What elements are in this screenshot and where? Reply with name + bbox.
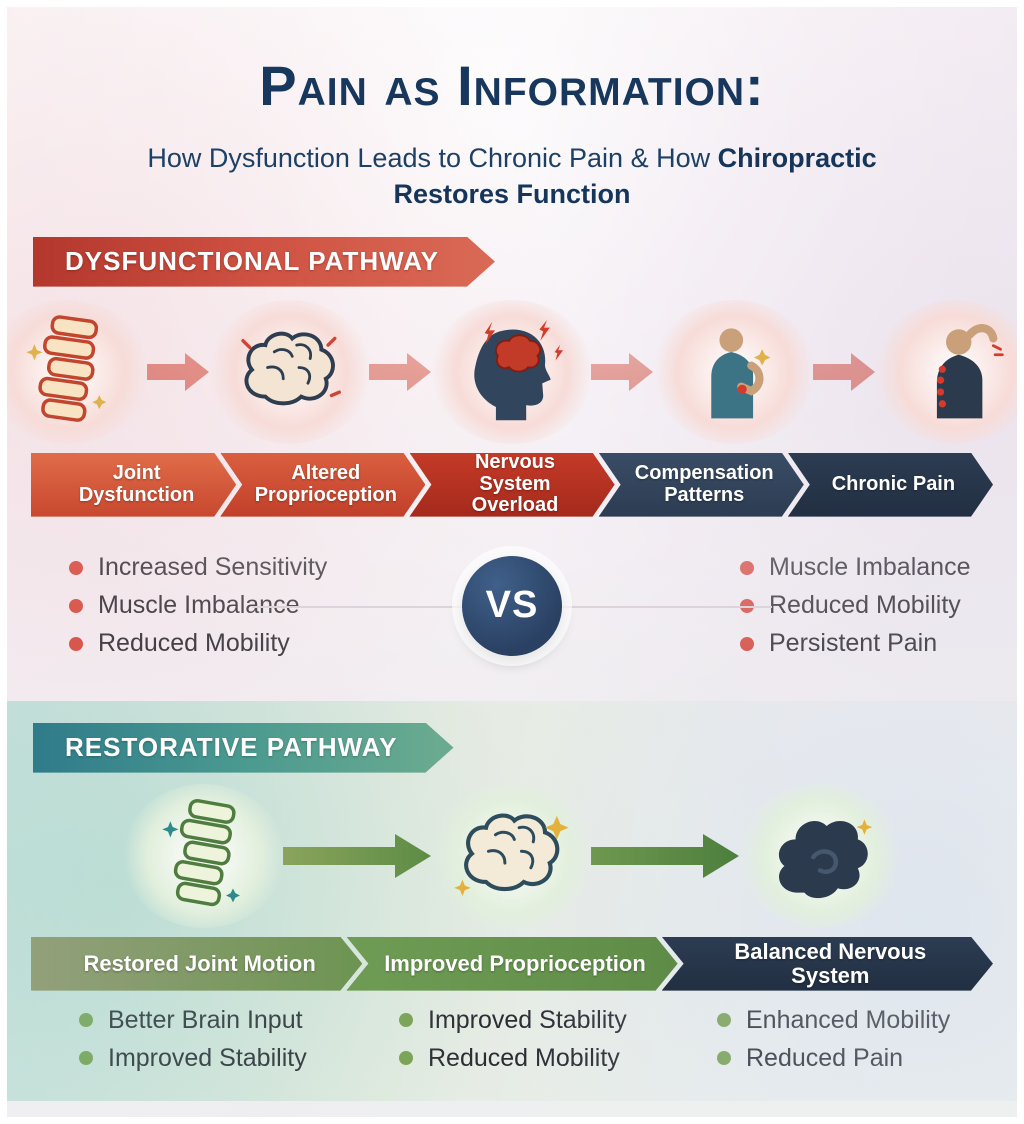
person-back-pain-icon <box>711 328 771 419</box>
bullet-dot-icon <box>69 598 83 613</box>
vs-badge: VS <box>462 555 562 656</box>
bullet-text: Improved Stability <box>428 1005 627 1034</box>
dysfunctional-right-bullets: Muscle Imbalance Reduced Mobility Persis… <box>622 544 1017 667</box>
bullet-dot-icon <box>740 560 754 575</box>
bullet-dot-icon <box>79 1013 93 1028</box>
header: Pain as Information: How Dysfunction Lea… <box>7 7 1017 213</box>
bullet-item: Enhanced Mobility <box>717 1006 971 1035</box>
stage-label-improved-proprioception: Improved Proprioception <box>346 937 677 991</box>
arrow-right-icon <box>147 352 209 391</box>
bullet-dot-icon <box>79 1051 93 1066</box>
arrow-right-icon <box>591 833 739 878</box>
arrow-right-icon <box>591 352 653 391</box>
bullet-dot-icon <box>399 1013 413 1028</box>
bullet-item: Reduced Pain <box>717 1044 971 1073</box>
bullet-text: Reduced Mobility <box>769 591 961 620</box>
dysfunctional-illustration-row <box>7 293 1017 451</box>
subtitle-bold: Chiropractic Restores Function <box>393 142 877 210</box>
arrow-right-icon <box>283 833 431 878</box>
bullet-dot-icon <box>69 560 83 575</box>
stage-illustration <box>7 296 153 448</box>
stage-label-compensation-patterns: Compensation Patterns <box>599 453 804 517</box>
stage-illustration <box>205 296 375 448</box>
bullet-dot-icon <box>399 1051 413 1066</box>
bullet-item: Persistent Pain <box>740 629 1017 658</box>
bullet-text: Enhanced Mobility <box>746 1005 951 1034</box>
spine-icon <box>26 314 107 422</box>
bullet-dot-icon <box>69 636 83 651</box>
bullet-text: Improved Stability <box>108 1043 307 1072</box>
stage-illustration <box>119 780 289 932</box>
spine-green-icon <box>162 798 240 906</box>
page-title: Pain as Information: <box>259 54 765 117</box>
bullet-dot-icon <box>717 1051 731 1066</box>
bullet-item: Reduced Mobility <box>399 1044 665 1073</box>
restorative-bullets-col-2: Improved Stability Reduced Mobility <box>359 997 665 1082</box>
dysfunctional-stage-labels: Joint Dysfunction Altered Proprioception… <box>7 453 1017 517</box>
bullet-text: Increased Sensitivity <box>98 553 328 582</box>
bullet-item: Muscle Imbalance <box>69 591 402 620</box>
stage-label-nervous-system-overload: Nervous System Overload <box>409 453 614 517</box>
restorative-pathway-banner: RESTORATIVE PATHWAY <box>33 723 454 773</box>
bullet-item: Improved Stability <box>399 1006 665 1035</box>
stage-illustration <box>649 296 819 448</box>
bullet-item: Better Brain Input <box>79 1006 359 1035</box>
bullet-text: Reduced Mobility <box>428 1043 620 1072</box>
brain-sparkle-icon <box>454 813 569 896</box>
restorative-bullets-col-1: Better Brain Input Improved Stability <box>53 997 359 1082</box>
dysfunctional-left-bullets: Increased Sensitivity Muscle Imbalance R… <box>7 544 402 667</box>
comparison-row: Increased Sensitivity Muscle Imbalance R… <box>7 527 1017 685</box>
arrow-right-icon <box>813 352 875 391</box>
calm-mind-icon <box>778 819 873 898</box>
restorative-bullets-col-3: Enhanced Mobility Reduced Pain <box>665 997 971 1082</box>
stage-label-balanced-nervous-system: Balanced Nervous System <box>662 937 993 991</box>
stage-illustration <box>427 780 597 932</box>
bullet-item: Improved Stability <box>79 1044 359 1073</box>
arrow-right-icon <box>369 352 431 391</box>
stage-label-chronic-pain: Chronic Pain <box>788 453 993 517</box>
vs-divider: VS <box>252 527 772 685</box>
bullet-text: Better Brain Input <box>108 1005 303 1034</box>
bullet-item: Reduced Mobility <box>69 629 402 658</box>
restorative-stage-labels: Restored Joint Motion Improved Proprioce… <box>7 937 1017 991</box>
bullet-text: Muscle Imbalance <box>98 591 300 620</box>
restorative-section: RESTORATIVE PATHWAY <box>7 700 1017 1101</box>
dysfunctional-pathway-banner: DYSFUNCTIONAL PATHWAY <box>33 237 495 287</box>
subtitle-regular: How Dysfunction Leads to Chronic Pain & … <box>147 142 718 173</box>
stage-label-joint-dysfunction: Joint Dysfunction <box>31 453 236 517</box>
head-overload-icon <box>474 319 564 420</box>
bullet-text: Muscle Imbalance <box>769 553 971 582</box>
bullet-text: Reduced Mobility <box>98 629 290 658</box>
bullet-dot-icon <box>717 1013 731 1028</box>
stage-illustration <box>735 780 905 932</box>
page-subtitle: How Dysfunction Leads to Chronic Pain & … <box>87 140 937 213</box>
bullet-dot-icon <box>740 636 754 651</box>
stage-label-altered-proprioception: Altered Proprioception <box>220 453 425 517</box>
bullet-item: Reduced Mobility <box>740 591 1017 620</box>
brain-icon <box>241 331 341 405</box>
restorative-bullets-row: Better Brain Input Improved Stability Im… <box>7 991 1017 1082</box>
restorative-illustration-row <box>7 777 1017 935</box>
person-head-pain-icon <box>936 323 1004 419</box>
bullet-item: Increased Sensitivity <box>69 553 402 582</box>
stage-label-restored-joint-motion: Restored Joint Motion <box>31 937 362 991</box>
stage-illustration <box>427 296 597 448</box>
bullet-item: Muscle Imbalance <box>740 553 1017 582</box>
bullet-text: Persistent Pain <box>769 629 938 658</box>
stage-illustration <box>871 296 1017 448</box>
bullet-text: Reduced Pain <box>746 1043 904 1072</box>
